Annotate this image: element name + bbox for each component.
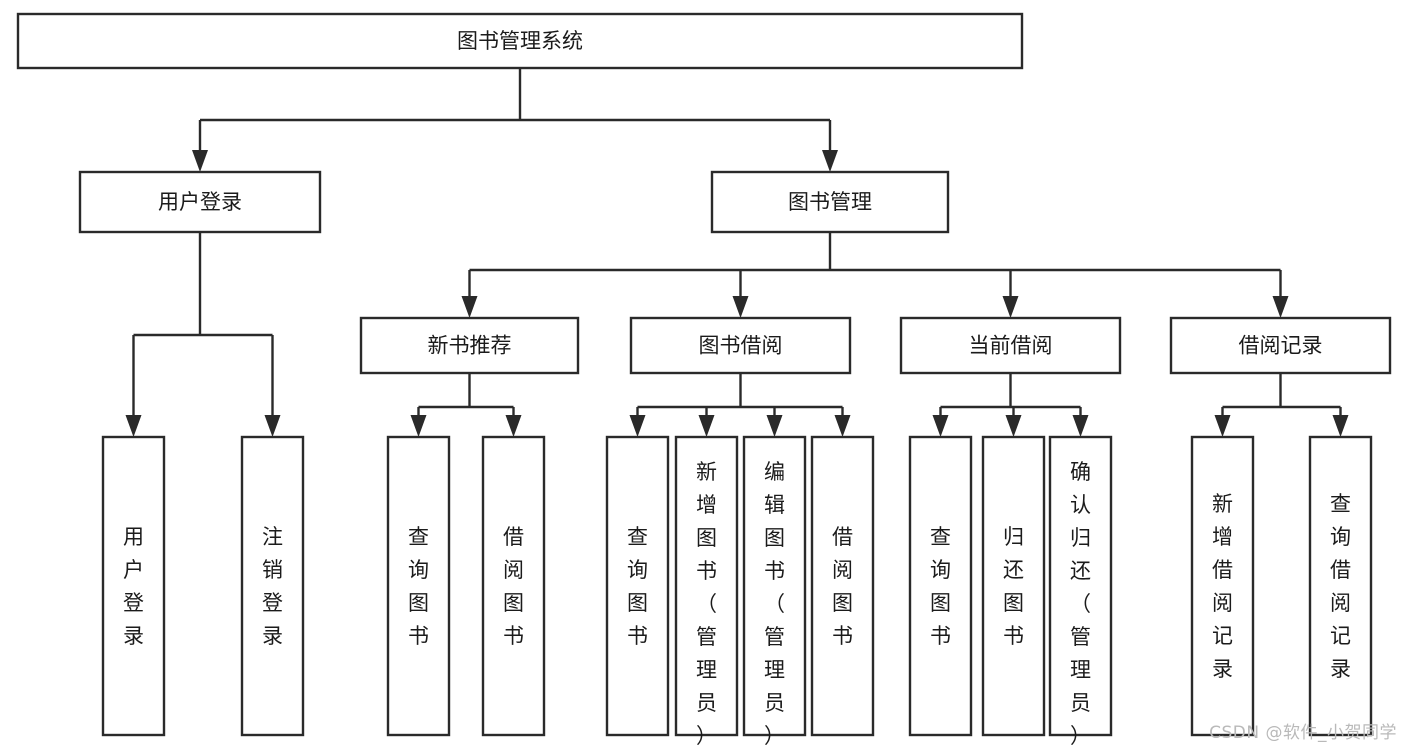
node-box-borrow-record[interactable] (1169, 316, 1392, 375)
node-label-leaf-borrow-book-recommend: 借阅图书 (503, 525, 524, 648)
arrow-head-icon (698, 415, 715, 437)
node-box-leaf-add-book-admin[interactable] (674, 435, 739, 737)
node-label-leaf-confirm-return-admin: 确认归还（管理员） (1070, 460, 1091, 747)
node-box-book-borrow[interactable] (629, 316, 852, 375)
edge-group-new-book-recommend (410, 373, 522, 437)
node-box-leaf-borrow-book-recommend[interactable] (481, 435, 546, 737)
node-box-new-book-recommend[interactable] (359, 316, 580, 375)
arrow-head-icon (766, 415, 783, 437)
arrow-head-icon (410, 415, 427, 437)
node-label-book-borrow: 图书借阅 (699, 334, 783, 358)
node-label-current-borrow: 当前借阅 (969, 334, 1053, 358)
node-leaf-borrow-book[interactable]: 借阅图书 (810, 435, 875, 737)
node-leaf-user-login[interactable]: 用户登录 (101, 435, 166, 737)
node-box-user-login[interactable] (78, 170, 322, 234)
node-leaf-confirm-return-admin[interactable]: 确认归还（管理员） (1048, 435, 1113, 747)
node-leaf-query-book-recommend[interactable]: 查询图书 (386, 435, 451, 737)
node-box-leaf-return-book[interactable] (981, 435, 1046, 737)
node-leaf-query-book-current[interactable]: 查询图书 (908, 435, 973, 737)
node-leaf-borrow-book-recommend[interactable]: 借阅图书 (481, 435, 546, 737)
node-borrow-record[interactable]: 借阅记录 (1169, 316, 1392, 375)
node-label-new-book-recommend: 新书推荐 (428, 334, 512, 358)
edge-group-root (192, 68, 838, 172)
edge-group-borrow-record (1214, 373, 1349, 437)
node-book-manage[interactable]: 图书管理 (710, 170, 950, 234)
node-box-leaf-query-book-current[interactable] (908, 435, 973, 737)
arrow-head-icon (461, 296, 478, 318)
node-label-borrow-record: 借阅记录 (1239, 334, 1323, 358)
edge-layer (125, 68, 1349, 437)
node-box-leaf-add-borrow-record[interactable] (1190, 435, 1255, 737)
node-layer: 图书管理系统用户登录图书管理新书推荐图书借阅当前借阅借阅记录用户登录注销登录查询… (16, 12, 1392, 747)
node-label-leaf-add-book-admin: 新增图书（管理员） (696, 460, 717, 747)
edge-group-book-borrow (629, 373, 851, 437)
node-leaf-query-borrow-record[interactable]: 查询借阅记录 (1308, 435, 1373, 737)
arrow-head-icon (264, 415, 281, 437)
arrow-head-icon (192, 150, 208, 172)
node-book-borrow[interactable]: 图书借阅 (629, 316, 852, 375)
node-label-leaf-borrow-book: 借阅图书 (832, 525, 853, 648)
node-box-leaf-user-login[interactable] (101, 435, 166, 737)
node-leaf-edit-book-admin[interactable]: 编辑图书（管理员） (742, 435, 807, 747)
node-box-leaf-edit-book-admin[interactable] (742, 435, 807, 737)
arrow-head-icon (1332, 415, 1349, 437)
arrow-head-icon (505, 415, 522, 437)
node-box-leaf-confirm-return-admin[interactable] (1048, 435, 1113, 737)
node-box-leaf-query-book-recommend[interactable] (386, 435, 451, 737)
node-label-leaf-query-book-borrow: 查询图书 (627, 525, 648, 648)
node-leaf-user-logout[interactable]: 注销登录 (240, 435, 305, 737)
arrow-head-icon (932, 415, 949, 437)
node-box-leaf-user-logout[interactable] (240, 435, 305, 737)
arrow-head-icon (1072, 415, 1089, 437)
edge-group-book-manage (461, 232, 1289, 318)
node-label-user-login: 用户登录 (158, 190, 242, 214)
node-label-leaf-query-book-recommend: 查询图书 (408, 525, 429, 648)
node-label-leaf-query-borrow-record: 查询借阅记录 (1330, 492, 1351, 681)
node-leaf-add-borrow-record[interactable]: 新增借阅记录 (1190, 435, 1255, 737)
node-label-leaf-return-book: 归还图书 (1003, 525, 1024, 648)
node-root[interactable]: 图书管理系统 (16, 12, 1024, 70)
node-box-root[interactable] (16, 12, 1024, 70)
node-current-borrow[interactable]: 当前借阅 (899, 316, 1122, 375)
node-box-leaf-borrow-book[interactable] (810, 435, 875, 737)
node-box-current-borrow[interactable] (899, 316, 1122, 375)
edge-group-current-borrow (932, 373, 1089, 437)
node-leaf-return-book[interactable]: 归还图书 (981, 435, 1046, 737)
arrow-head-icon (629, 415, 646, 437)
node-label-leaf-user-login: 用户登录 (123, 525, 144, 648)
arrow-head-icon (125, 415, 142, 437)
arrow-head-icon (1214, 415, 1231, 437)
node-box-leaf-query-borrow-record[interactable] (1308, 435, 1373, 737)
csdn-watermark: CSDN @软件_小贺同学 (1209, 723, 1397, 743)
node-label-leaf-user-logout: 注销登录 (262, 525, 283, 648)
node-label-leaf-query-book-current: 查询图书 (930, 525, 951, 648)
arrow-head-icon (1272, 296, 1289, 318)
node-user-login[interactable]: 用户登录 (78, 170, 322, 234)
arrow-head-icon (1005, 415, 1022, 437)
node-label-book-manage: 图书管理 (788, 190, 872, 214)
arrow-head-icon (1002, 296, 1019, 318)
node-leaf-add-book-admin[interactable]: 新增图书（管理员） (674, 435, 739, 747)
node-new-book-recommend[interactable]: 新书推荐 (359, 316, 580, 375)
node-label-root: 图书管理系统 (457, 29, 583, 53)
arrow-head-icon (732, 296, 749, 318)
edge-group-user-login (125, 232, 281, 437)
arrow-head-icon (822, 150, 838, 172)
node-box-book-manage[interactable] (710, 170, 950, 234)
node-box-leaf-query-book-borrow[interactable] (605, 435, 670, 737)
node-label-leaf-add-borrow-record: 新增借阅记录 (1212, 492, 1233, 681)
node-label-leaf-edit-book-admin: 编辑图书（管理员） (764, 460, 785, 747)
arrow-head-icon (834, 415, 851, 437)
node-leaf-query-book-borrow[interactable]: 查询图书 (605, 435, 670, 737)
